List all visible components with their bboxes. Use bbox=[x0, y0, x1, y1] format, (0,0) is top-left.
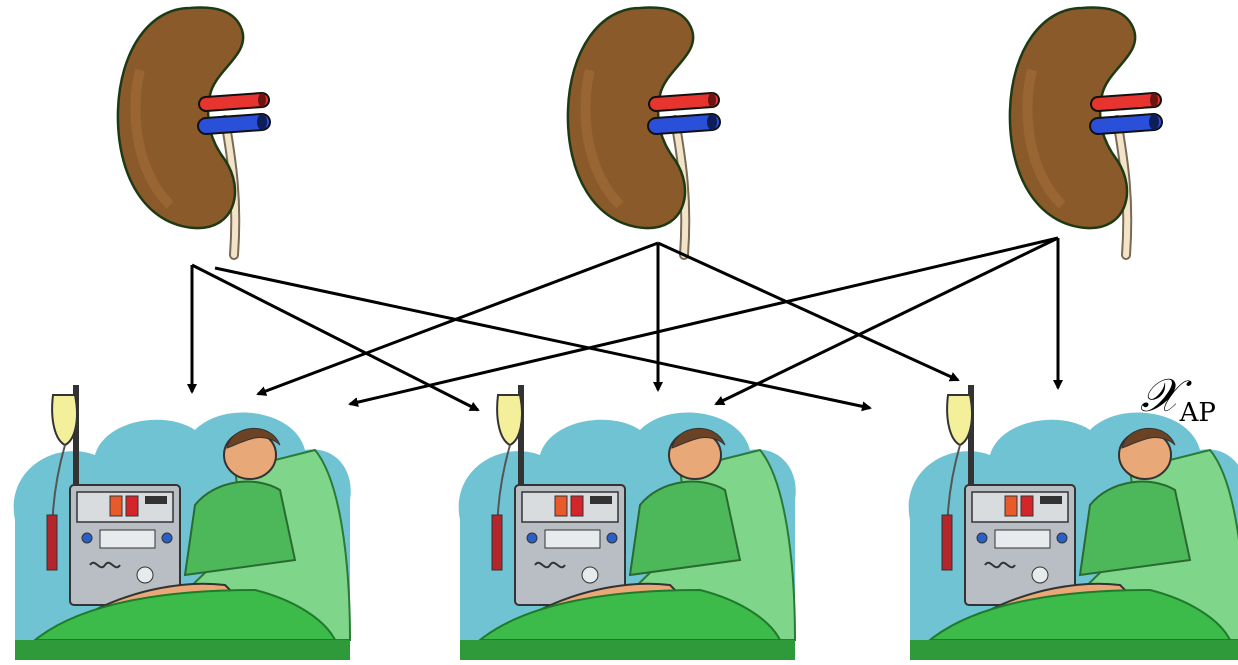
kidney-donor-1 bbox=[118, 8, 267, 255]
patient-dialysis-2 bbox=[459, 385, 796, 660]
compatibility-arrows bbox=[192, 238, 1058, 410]
patient-dialysis-1 bbox=[14, 385, 351, 660]
arrow-2-1 bbox=[258, 243, 658, 394]
kidney-donor-3 bbox=[1010, 8, 1159, 255]
graph-label-symbol: 𝒳 bbox=[1140, 368, 1180, 422]
graph-label: 𝒳AP bbox=[1140, 372, 1216, 426]
arrow-3-2 bbox=[716, 238, 1058, 404]
arrow-1-3 bbox=[215, 268, 870, 408]
graph-label-subscript: AP bbox=[1180, 398, 1216, 428]
arrow-1-2 bbox=[192, 265, 478, 410]
kidney-donor-2 bbox=[568, 8, 717, 255]
